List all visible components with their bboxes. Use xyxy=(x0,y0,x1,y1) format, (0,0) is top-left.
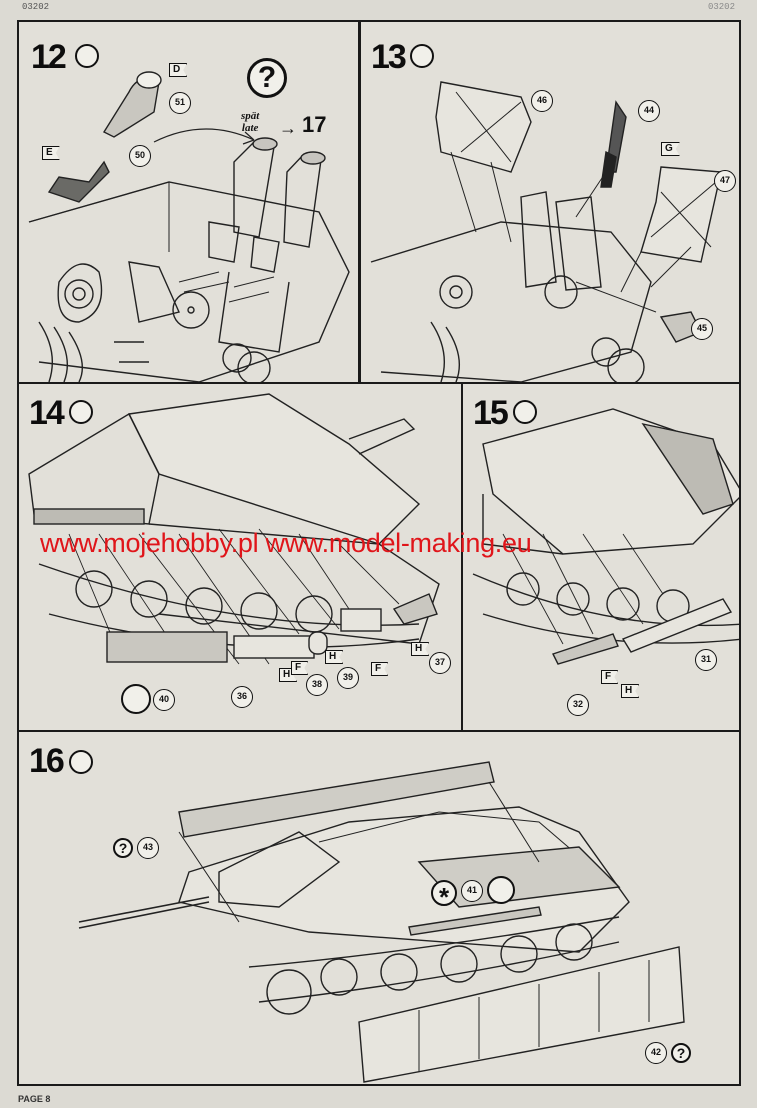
part-number: 46 xyxy=(531,90,553,112)
step-16-panel: 16 ? 43 * 41 42 ? xyxy=(17,730,741,1086)
question-icon: ? xyxy=(671,1043,691,1063)
part-number: 44 xyxy=(638,100,660,122)
asterisk-icon: * xyxy=(431,880,457,912)
late-note: spät late xyxy=(241,110,259,134)
part-number: 43 xyxy=(137,837,159,859)
part-number: 39 xyxy=(337,667,359,689)
step-15-drawing xyxy=(472,408,739,665)
late-note-de: spät xyxy=(241,110,260,122)
step-14-panel: 14 40 36 H F 38 H 39 F H 37 xyxy=(17,382,463,732)
arrow-right-icon: → xyxy=(279,118,297,138)
part-number: 47 xyxy=(714,170,736,192)
step-13-drawing xyxy=(370,81,722,382)
paint-icon xyxy=(121,684,151,714)
step-number: 13 xyxy=(371,38,407,76)
watermark-text: www.mojehobby.pl www.model-making.eu xyxy=(40,528,532,558)
glue-icon xyxy=(69,750,93,774)
part-number: 42 xyxy=(645,1042,667,1064)
step-number: 15 xyxy=(473,394,509,432)
glue-icon xyxy=(75,44,99,68)
page-number: PAGE 8 xyxy=(18,1094,51,1104)
part-number: 50 xyxy=(129,145,151,167)
part-number: 32 xyxy=(567,694,589,716)
step-14-drawing xyxy=(28,393,440,665)
document-code: 03202 xyxy=(22,2,50,12)
step-16-drawing xyxy=(78,761,685,1083)
document-code-faint: 03202 xyxy=(707,2,735,12)
decal-flag-f: F xyxy=(371,662,389,676)
glue-icon xyxy=(69,400,93,424)
part-number: 51 xyxy=(169,92,191,114)
part-number: 36 xyxy=(231,686,253,708)
glue-icon xyxy=(410,44,434,68)
part-number: 41 xyxy=(461,880,483,902)
step-number: 12 xyxy=(31,38,67,76)
part-number: 38 xyxy=(306,674,328,696)
part-number: 40 xyxy=(153,689,175,711)
question-icon: ? xyxy=(247,58,287,98)
step-12-panel: 12 ? spät late → 17 D E 51 50 xyxy=(17,20,360,384)
late-step-ref: 17 xyxy=(302,112,327,137)
glue-icon xyxy=(513,400,537,424)
part-number: 37 xyxy=(429,652,451,674)
paint-icon xyxy=(487,876,515,904)
step-number: 14 xyxy=(29,394,65,432)
step-13-panel: 13 46 44 G 47 45 xyxy=(359,20,741,384)
question-icon: ? xyxy=(113,838,133,858)
part-number: 31 xyxy=(695,649,717,671)
step-15-panel: 15 31 F H 32 xyxy=(461,382,741,732)
part-number: 45 xyxy=(691,318,713,340)
late-note-en: late xyxy=(241,122,259,134)
step-number: 16 xyxy=(29,742,65,780)
step-12-drawing xyxy=(28,71,350,382)
